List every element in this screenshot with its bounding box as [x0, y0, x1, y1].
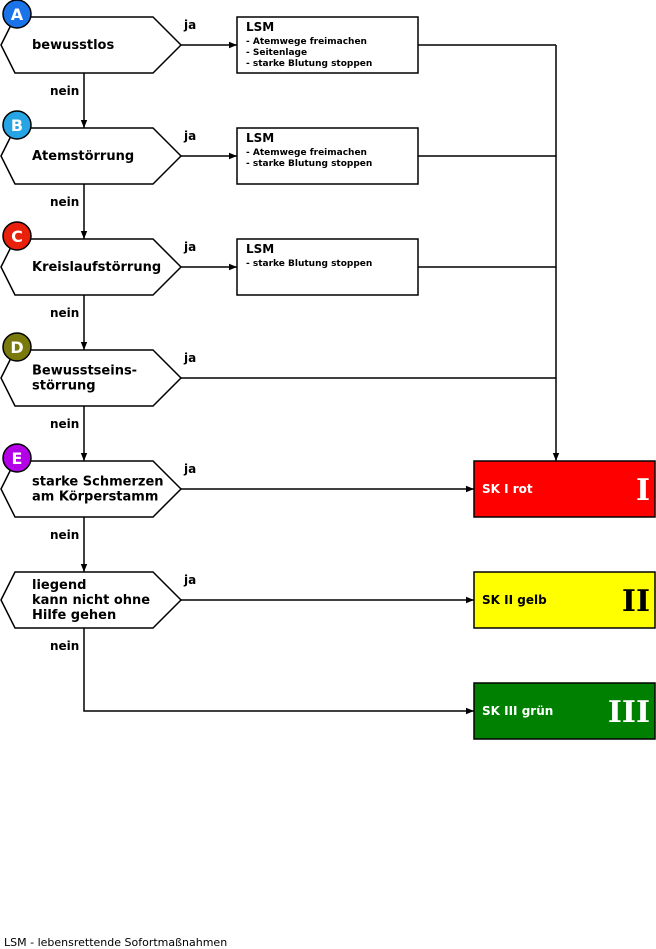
decision-shape	[0, 571, 183, 629]
decision-label: Atemstörrung	[32, 149, 134, 164]
category-box	[473, 460, 656, 518]
category-numeral: II	[622, 584, 650, 619]
decision-label: Bewusstseins-	[32, 364, 137, 379]
category-label: SK I rot	[482, 482, 533, 496]
badge-b-letter: B	[11, 116, 23, 135]
no-label: nein	[50, 417, 79, 431]
badge-b-circle	[2, 110, 32, 140]
category-numeral: III	[608, 695, 650, 730]
no-arrow-to-sk3	[83, 628, 474, 715]
lsm-item: - starke Blutung stoppen	[246, 59, 372, 69]
category-numeral: I	[636, 473, 650, 508]
no-label: nein	[50, 306, 79, 320]
lsm-box	[236, 127, 419, 185]
no-label: nein	[50, 639, 79, 653]
yes-label: ja	[183, 462, 196, 476]
badge-d-letter: D	[10, 338, 23, 357]
badge-e-circle	[2, 443, 32, 473]
yes-label: ja	[183, 573, 196, 587]
footnote-legend: LSM - lebensrettende Sofortmaßnahmen	[4, 936, 228, 949]
decision-label: störrung	[32, 379, 96, 394]
no-label: nein	[50, 195, 79, 209]
category-sk3: SK III grün III	[473, 682, 656, 740]
yes-label: ja	[183, 129, 196, 143]
lsm-item: - starke Blutung stoppen	[246, 159, 372, 169]
decision-label: bewusstlos	[32, 38, 114, 53]
lsm-title: LSM	[246, 20, 274, 34]
lsm-item: - starke Blutung stoppen	[246, 259, 372, 269]
decision-4: Bewusstseins-störrung Dja nein	[0, 332, 196, 431]
category-label: SK II gelb	[482, 593, 547, 607]
no-label: nein	[50, 84, 79, 98]
category-sk1: SK I rot I	[473, 460, 656, 518]
lsm-title: LSM	[246, 131, 274, 145]
yes-label: ja	[183, 240, 196, 254]
lsm-item: - Atemwege freimachen	[246, 148, 367, 158]
decision-label: liegend	[32, 578, 86, 593]
badge-a-circle	[2, 0, 32, 29]
badge-d-circle	[2, 332, 32, 362]
decision-2: Atemstörrung Bja nein LSM - Atemwege freimac…	[0, 110, 419, 209]
category-label: SK III grün	[482, 704, 553, 718]
decision-label: Hilfe gehen	[32, 608, 116, 623]
decision-label: Kreislaufstörrung	[32, 260, 161, 275]
category-box	[473, 571, 656, 629]
lsm-box	[236, 16, 419, 74]
decision-3: Kreislaufstörrung Cja nein LSM - starke Blut…	[0, 221, 419, 320]
category-box	[473, 682, 656, 740]
decision-label: am Körperstamm	[32, 490, 158, 505]
decision-label: kann nicht ohne	[32, 593, 150, 608]
badge-c-letter: C	[11, 227, 23, 246]
badge-a-letter: A	[11, 5, 24, 24]
connectors	[80, 41, 560, 715]
decision-label: starke Schmerzen	[32, 475, 164, 490]
yes-label: ja	[183, 351, 196, 365]
lsm-box	[236, 238, 419, 296]
no-label: nein	[50, 528, 79, 542]
lsm-title: LSM	[246, 242, 274, 256]
yes-label: ja	[183, 18, 196, 32]
lsm-item: - Seitenlage	[246, 48, 307, 58]
category-sk2: SK II gelb II	[473, 571, 656, 629]
decision-1: bewusstlos Aja nein LSM - Atemwege freimache…	[0, 0, 419, 98]
badge-e-letter: E	[12, 449, 23, 468]
badge-c-circle	[2, 221, 32, 251]
lsm-item: - Atemwege freimachen	[246, 37, 367, 47]
